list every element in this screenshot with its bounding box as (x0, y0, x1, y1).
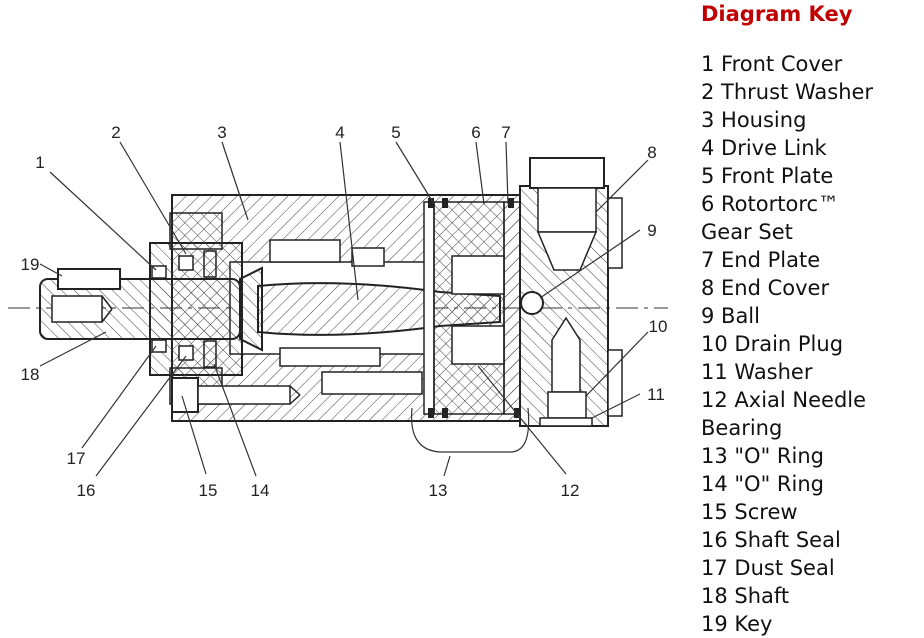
callout-15: 15 (199, 481, 218, 500)
callout-7: 7 (501, 123, 510, 142)
callout-1: 1 (35, 153, 44, 172)
ball (520, 291, 544, 315)
key-line: 7 End Plate (701, 248, 821, 272)
callout-13: 13 (429, 481, 448, 500)
callout-19: 19 (21, 255, 40, 274)
callout-9: 9 (647, 221, 656, 240)
motor-cross-section-drawing: 1 2 3 4 5 6 7 8 9 10 11 12 13 14 15 16 1… (8, 123, 668, 500)
key-line: 13 "O" Ring (701, 444, 824, 468)
key-line: 14 "O" Ring (701, 472, 824, 496)
key-line: 1 Front Cover (701, 52, 843, 76)
callout-5: 5 (391, 123, 400, 142)
diagram-key-title: Diagram Key (701, 2, 853, 26)
key-line: 15 Screw (701, 500, 798, 524)
callout-13-bracket (410, 407, 530, 453)
leader-lines (39, 141, 649, 477)
callout-14: 14 (251, 481, 270, 500)
key-line: 4 Drive Link (701, 136, 827, 160)
callout-3: 3 (217, 123, 226, 142)
callout-8: 8 (647, 143, 656, 162)
drain-plug (547, 316, 587, 419)
key-line: 16 Shaft Seal (701, 528, 841, 552)
callout-6: 6 (471, 123, 480, 142)
callout-2: 2 (111, 123, 120, 142)
diagram-key-panel: Diagram Key 1 Front Cover 2 Thrust Washe… (701, 0, 923, 638)
key-line: 8 End Cover (701, 276, 830, 300)
callout-16: 16 (77, 481, 96, 500)
key-line: 12 Axial Needle (701, 388, 867, 412)
end-plate (503, 201, 521, 415)
key-line: Bearing (701, 416, 783, 440)
shaft (39, 266, 263, 352)
callout-11: 11 (647, 385, 665, 404)
callout-4: 4 (335, 123, 344, 142)
callout-18: 18 (21, 365, 40, 384)
key-line: 17 Dust Seal (701, 556, 835, 580)
callout-17: 17 (67, 449, 86, 468)
cross-section-svg: 1 2 3 4 5 6 7 8 9 10 11 12 13 14 15 16 1… (8, 123, 668, 500)
key-line: 10 Drain Plug (701, 332, 844, 356)
key-line: Gear Set (701, 220, 793, 244)
key-line: 3 Housing (701, 108, 807, 132)
gear-set (433, 201, 505, 415)
key-line: 9 Ball (701, 304, 760, 328)
key-part (57, 268, 121, 290)
callout-10: 10 (649, 317, 668, 336)
key-line: 11 Washer (701, 360, 813, 384)
key-line: 6 Rotortorc™ (701, 192, 840, 216)
callout-labels: 1 2 3 4 5 6 7 8 9 10 11 12 13 14 15 16 1… (21, 123, 668, 500)
seals (151, 250, 217, 368)
key-line: 2 Thrust Washer (701, 80, 874, 104)
callout-12: 12 (561, 481, 580, 500)
key-line: 18 Shaft (701, 584, 790, 608)
diagram-key-list: 1 Front Cover 2 Thrust Washer 3 Housing … (701, 50, 923, 638)
front-plate (423, 201, 435, 415)
check-valve-plug (529, 157, 605, 271)
key-line: 5 Front Plate (701, 164, 834, 188)
key-line: 19 Key (701, 612, 773, 636)
washer (539, 417, 593, 427)
